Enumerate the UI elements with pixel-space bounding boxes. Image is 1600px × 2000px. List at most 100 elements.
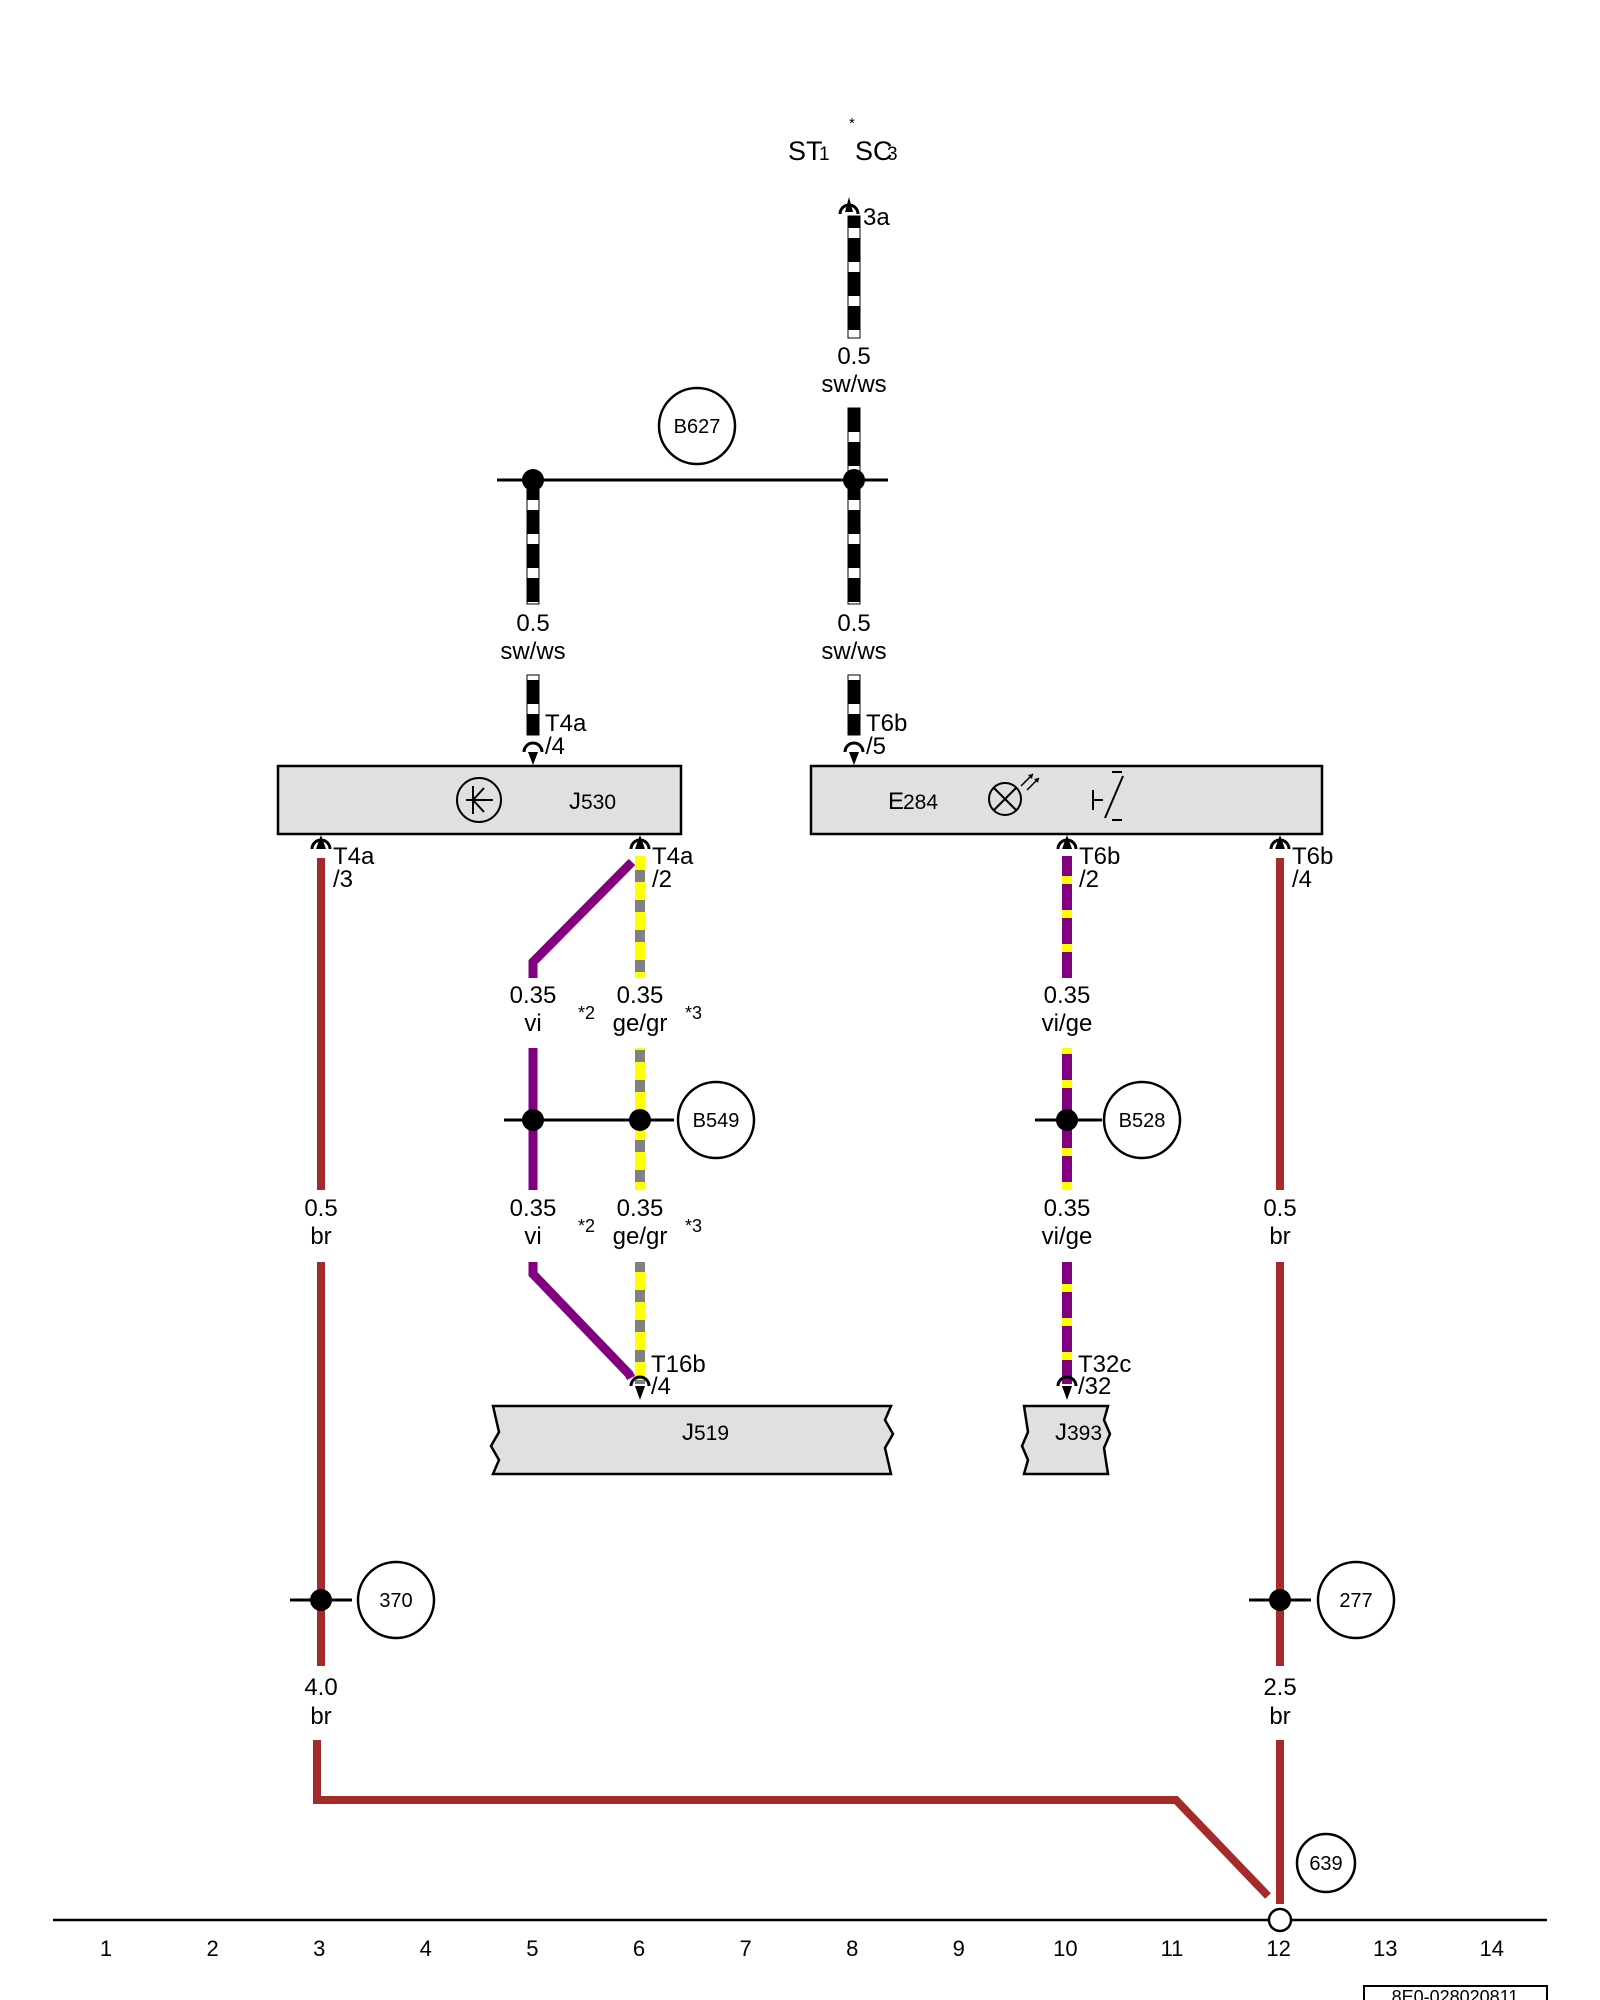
wire-size: 4.0 <box>304 1674 337 1701</box>
component-e284: E 284 <box>809 764 1324 836</box>
wire-label-w2: 0.5 sw/ws <box>500 610 565 665</box>
component-j519: J 519 <box>489 1404 895 1476</box>
relay-icon <box>456 777 502 823</box>
header-label: ST 1 * SC 3 <box>788 115 898 166</box>
ground-277: 277 <box>1249 1560 1396 1640</box>
header-suffix: SC <box>855 136 893 166</box>
wire-size: 0.5 <box>1263 1195 1296 1222</box>
pin-num: /4 <box>545 733 565 760</box>
bubble-277-label: 277 <box>1339 1590 1372 1612</box>
pin-t6b-2: T6b /2 <box>1056 835 1120 893</box>
wire-color: br <box>1269 1703 1290 1730</box>
wire-note: *2 <box>578 1216 595 1236</box>
pin-num: /4 <box>1292 866 1312 893</box>
pin-num: /5 <box>866 733 886 760</box>
component-j530: J 530 <box>276 764 683 836</box>
pin-conn: T4a <box>652 843 694 870</box>
component-number: 284 <box>903 791 938 814</box>
wire-color: vi/ge <box>1042 1010 1093 1037</box>
pin-num: /2 <box>652 866 672 893</box>
wire-label-w11: 2.5 br <box>1263 1674 1296 1730</box>
header-suffix-sub: 3 <box>887 144 898 165</box>
pin-num: /4 <box>651 1373 671 1400</box>
pin-t32c-32: T32c /32 <box>1056 1351 1131 1400</box>
scale-number: 8 <box>846 1936 858 1961</box>
pin-num: /3 <box>333 866 353 893</box>
footer-code: 8E0-028020811 <box>1392 1987 1519 2000</box>
scale-number: 14 <box>1480 1936 1504 1961</box>
component-number: 393 <box>1067 1422 1102 1445</box>
wire-size: 0.35 <box>1044 1195 1091 1222</box>
scale-number: 12 <box>1266 1936 1290 1961</box>
wire-size: 0.5 <box>304 1195 337 1222</box>
scale-number: 1 <box>100 1936 112 1961</box>
scale-number: 9 <box>953 1936 965 1961</box>
pin-conn: T6b <box>1292 843 1333 870</box>
scale-bar <box>53 1907 1547 1933</box>
wire-label-w10: 4.0 br <box>304 1674 337 1730</box>
scale-number: 2 <box>206 1936 218 1961</box>
splice-b627: B627 <box>497 386 888 491</box>
bubble-370-label: 370 <box>379 1590 412 1612</box>
pin-num: /32 <box>1078 1373 1111 1400</box>
bubble-b627-label: B627 <box>674 416 721 438</box>
pin-t16b-4: T16b /4 <box>629 1351 706 1400</box>
switch-icon <box>1092 771 1124 821</box>
component-letter: E <box>888 788 904 815</box>
wire-size: 0.5 <box>837 610 870 637</box>
component-number: 519 <box>694 1422 729 1445</box>
wire-color: sw/ws <box>500 638 565 665</box>
wire-label-w5a: 0.35 vi *2 <box>510 1195 595 1250</box>
wire-size: 0.35 <box>617 982 664 1009</box>
component-j393: J 393 <box>1020 1404 1112 1476</box>
terminal-3a: 3a <box>838 197 890 231</box>
wire-note: *3 <box>685 1003 702 1023</box>
wire-size: 2.5 <box>1263 1674 1296 1701</box>
wire-color: br <box>1269 1223 1290 1250</box>
scale-number: 13 <box>1373 1936 1397 1961</box>
footer-code-box: 8E0-028020811 <box>1363 1985 1548 2000</box>
wire-color: vi <box>524 1223 541 1250</box>
wire-label-w4b: 0.35 ge/gr *3 <box>613 982 702 1037</box>
wire-color: br <box>310 1223 331 1250</box>
wire-color: sw/ws <box>821 638 886 665</box>
splice-b528: B528 <box>1035 1080 1182 1160</box>
bubble-b549-label: B549 <box>693 1110 740 1132</box>
wire-size: 0.35 <box>617 1195 664 1222</box>
pin-conn: T4a <box>545 710 587 737</box>
pin-conn: T6b <box>866 710 907 737</box>
wire-label-w4a: 0.35 vi *2 <box>510 982 595 1037</box>
pin-t6b-5: T6b /5 <box>843 710 907 765</box>
pin-t6b-4: T6b /4 <box>1269 835 1333 893</box>
wire-color: ge/gr <box>613 1010 668 1037</box>
pin-conn: T32c <box>1078 1351 1131 1378</box>
wire-color: vi/ge <box>1042 1223 1093 1250</box>
ground-639: 639 <box>1295 1832 1357 1894</box>
pin-t4a-2: T4a /2 <box>629 835 694 893</box>
wire-label-w5b: 0.35 ge/gr *3 <box>613 1195 702 1250</box>
component-number: 530 <box>581 791 616 814</box>
ground-370: 370 <box>290 1560 436 1640</box>
wire-swws-top <box>526 215 861 736</box>
scale-number: 10 <box>1053 1936 1077 1961</box>
terminal-3a-label: 3a <box>863 204 890 231</box>
scale-number: 3 <box>313 1936 325 1961</box>
wire-note: *3 <box>685 1216 702 1236</box>
wire-color: vi <box>524 1010 541 1037</box>
wire-label-w8: 0.5 br <box>304 1195 337 1250</box>
pin-conn: T6b <box>1079 843 1120 870</box>
pin-t4a-3: T4a /3 <box>310 835 375 893</box>
bubble-b528-label: B528 <box>1119 1110 1166 1132</box>
wire-label-w6: 0.35 vi/ge <box>1042 982 1093 1037</box>
wire-label-w7: 0.35 vi/ge <box>1042 1195 1093 1250</box>
pin-num: /2 <box>1079 866 1099 893</box>
wire-size: 0.35 <box>1044 982 1091 1009</box>
wire-color: ge/gr <box>613 1223 668 1250</box>
wire-br <box>313 858 1284 1904</box>
pin-t4a-4: T4a /4 <box>522 710 587 765</box>
wire-color: br <box>310 1703 331 1730</box>
wire-size: 0.5 <box>837 343 870 370</box>
wire-label-w9: 0.5 br <box>1263 1195 1296 1250</box>
